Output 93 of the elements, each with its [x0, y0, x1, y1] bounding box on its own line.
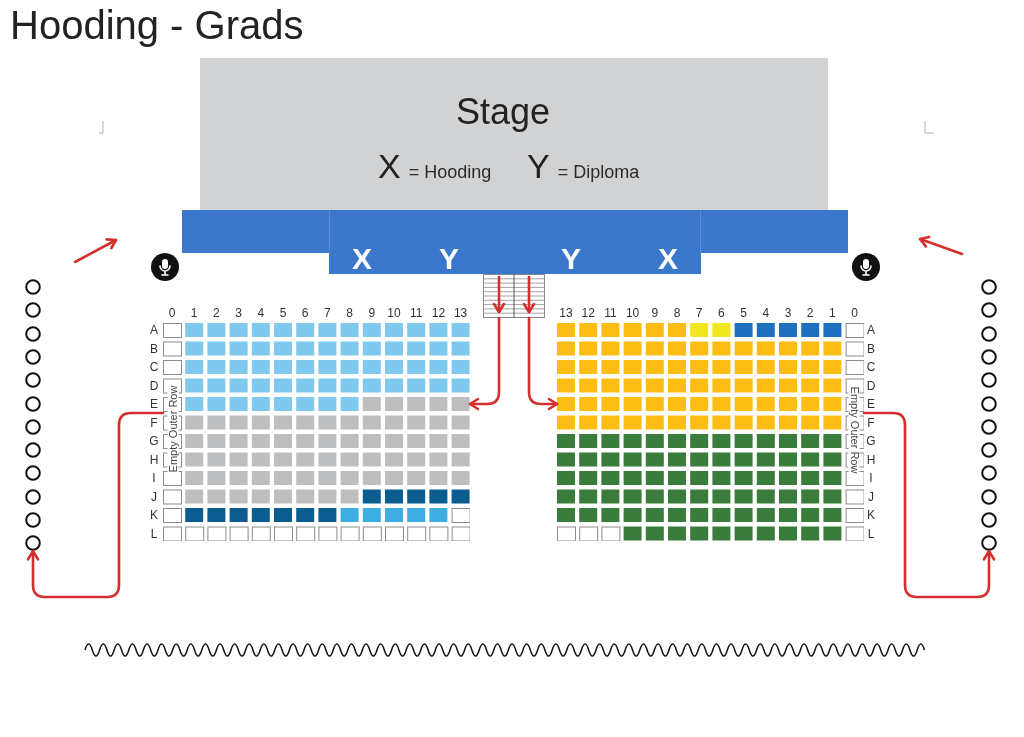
row-letter: C: [149, 361, 159, 373]
chair-circle: [981, 535, 997, 552]
arrow: [527, 316, 559, 411]
row-letter: E: [867, 398, 875, 410]
column-number: 13: [453, 307, 468, 319]
row-letter: L: [867, 527, 875, 540]
chair-circle: [981, 512, 997, 528]
station-letter: Y: [561, 244, 581, 274]
stage-area: [200, 58, 828, 210]
row-letter: C: [866, 361, 876, 373]
row-letter: D: [866, 379, 876, 392]
column-number: 4: [257, 307, 265, 319]
column-number: 11: [409, 307, 423, 319]
chair-circle: [981, 348, 997, 365]
column-number: 3: [784, 307, 792, 319]
row-letter: A: [867, 324, 875, 336]
row-letter: E: [150, 398, 158, 410]
column-number: 5: [279, 307, 287, 319]
column-number: 11: [604, 307, 617, 319]
chair-circle: [25, 372, 41, 389]
row-letter: G: [149, 435, 159, 447]
chair-circle: [981, 488, 997, 505]
row-letter: B: [150, 342, 158, 355]
station-letter: Y: [439, 244, 459, 274]
chair-circle: [25, 512, 41, 528]
row-letter: F: [150, 416, 158, 429]
chair-circle: [25, 325, 41, 342]
stage-label: Stage: [455, 94, 551, 130]
station-letter: X: [658, 244, 678, 274]
column-number: 10: [625, 307, 640, 319]
column-number: 8: [346, 307, 353, 319]
row-letter: H: [866, 453, 876, 466]
arrow: [26, 411, 165, 599]
column-number: 9: [368, 307, 376, 319]
chair-circle: [981, 442, 997, 459]
column-number: 5: [740, 307, 747, 319]
column-number: 3: [235, 307, 242, 319]
row-letter: B: [867, 342, 875, 355]
column-number: 0: [851, 307, 858, 319]
column-number: 7: [324, 307, 331, 319]
chair-circle: [981, 395, 997, 412]
row-letter: L: [150, 527, 158, 540]
column-number: 2: [806, 307, 814, 319]
chair-circle: [25, 279, 41, 295]
chair-circle: [981, 302, 997, 319]
vertical-note: Empty Outer Row: [167, 384, 178, 474]
chair-circle: [981, 418, 997, 435]
chair-circle: [25, 418, 41, 435]
stairs: [483, 274, 545, 318]
column-number: 4: [762, 307, 770, 319]
row-letter: K: [867, 509, 875, 521]
chair-circle: [25, 465, 41, 482]
column-number: 7: [695, 307, 703, 319]
legend-entry: X = Hooding: [378, 149, 492, 187]
column-number: 12: [431, 307, 446, 319]
column-number: 8: [673, 307, 681, 319]
row-letter: H: [149, 453, 159, 466]
row-letter: A: [150, 324, 158, 336]
arrow: [862, 411, 996, 599]
row-letter: D: [149, 379, 159, 392]
chair-circle: [25, 535, 41, 552]
column-number: 1: [190, 307, 198, 319]
column-number: 10: [387, 307, 401, 319]
column-number: 6: [301, 307, 309, 319]
row-letter: J: [151, 490, 157, 503]
column-number: 0: [168, 307, 176, 319]
column-number: 2: [213, 307, 220, 319]
chair-circle: [25, 442, 41, 459]
chair-circle: [25, 488, 41, 505]
column-number: 13: [559, 307, 573, 319]
row-letter: J: [868, 490, 874, 503]
row-letter: F: [867, 416, 875, 429]
seating-block: [557, 323, 864, 541]
diagram-title: Hooding - Grads: [10, 5, 304, 45]
seating-block: [163, 323, 470, 541]
chair-circle: [981, 325, 997, 342]
legend-entry: Y = Diploma: [527, 149, 640, 187]
column-number: 9: [651, 307, 659, 319]
arrow: [468, 316, 501, 411]
row-letter: I: [152, 472, 156, 484]
row-letter: I: [869, 472, 873, 484]
chair-circle: [981, 279, 997, 295]
chair-circle: [25, 302, 41, 319]
column-number: 12: [581, 307, 595, 319]
chair-circle: [981, 372, 997, 389]
column-number: 1: [829, 307, 836, 319]
station-letter: X: [352, 244, 372, 274]
row-letter: K: [150, 509, 158, 521]
row-letter: G: [866, 435, 876, 447]
chair-circle: [25, 348, 41, 365]
chair-circle: [25, 395, 41, 412]
chair-circle: [981, 465, 997, 482]
column-number: 6: [718, 307, 725, 319]
